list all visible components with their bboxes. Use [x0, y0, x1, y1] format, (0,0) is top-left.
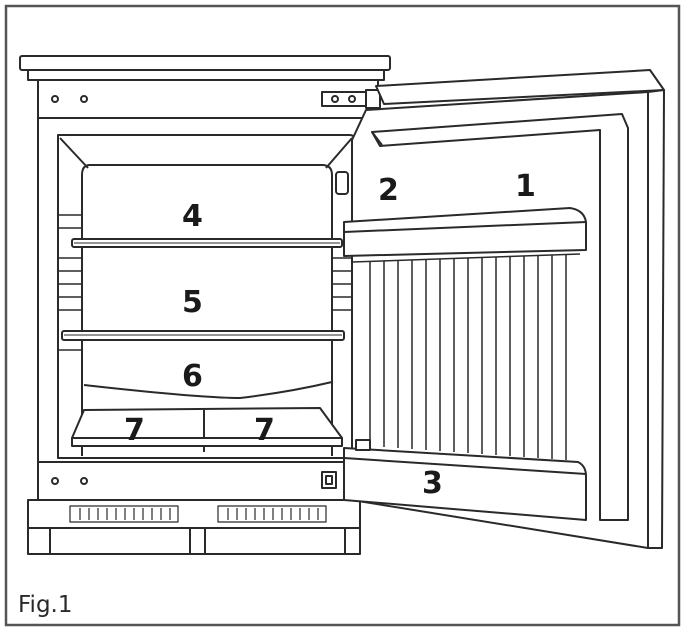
screw-icon [348, 95, 356, 103]
screw-icon [51, 477, 59, 485]
cabinet [19, 55, 391, 555]
label-door-shelf-side: 2 [378, 173, 399, 208]
thermostat-knob-icon [335, 171, 349, 195]
door-liner [371, 113, 629, 521]
screw-icon [51, 95, 59, 103]
label-door-bottle-rack: 3 [422, 466, 443, 501]
hinge-icon [321, 91, 367, 107]
figure-caption: Fig.1 [18, 592, 73, 618]
door-shelf-upper-rim [343, 221, 587, 233]
cabinet-top [19, 55, 391, 71]
vent-grille-left [69, 505, 179, 523]
screw-icon [331, 95, 339, 103]
label-shelf-middle: 5 [182, 285, 203, 320]
cavity-corner-line [59, 137, 89, 169]
shelf-rails-left [58, 214, 82, 351]
label-crisper-left: 7 [124, 413, 145, 448]
lower-hinge-pin-icon [325, 475, 333, 485]
door-bottle-rack [343, 447, 587, 521]
label-crisper-right: 7 [254, 413, 275, 448]
plinth-base [27, 527, 361, 555]
vent-grille-right [217, 505, 327, 523]
cabinet-top-lip [27, 69, 385, 81]
shelf-rails-right [332, 257, 354, 311]
hinge-pin-icon [365, 89, 381, 109]
label-crisper-cover: 6 [182, 359, 203, 394]
door-liner-corner [371, 131, 383, 146]
screw-icon [80, 95, 88, 103]
label-door-shelf-upper: 1 [515, 169, 536, 204]
door-ribs [369, 255, 567, 460]
door-ribs-top [351, 253, 581, 263]
door-shelf-upper [343, 207, 587, 257]
label-shelf-top: 4 [182, 199, 203, 234]
door [343, 69, 665, 549]
cavity-corner-line [325, 137, 353, 169]
crisper-drawer-top [71, 407, 343, 439]
crisper-cover [83, 381, 333, 399]
cavity-back-wall [81, 164, 333, 441]
screw-icon [80, 477, 88, 485]
door-bottle-rack-rim [343, 457, 587, 475]
door-side-edge [647, 89, 665, 549]
door-bracket [355, 439, 371, 451]
crisper-front-rim [71, 437, 343, 447]
